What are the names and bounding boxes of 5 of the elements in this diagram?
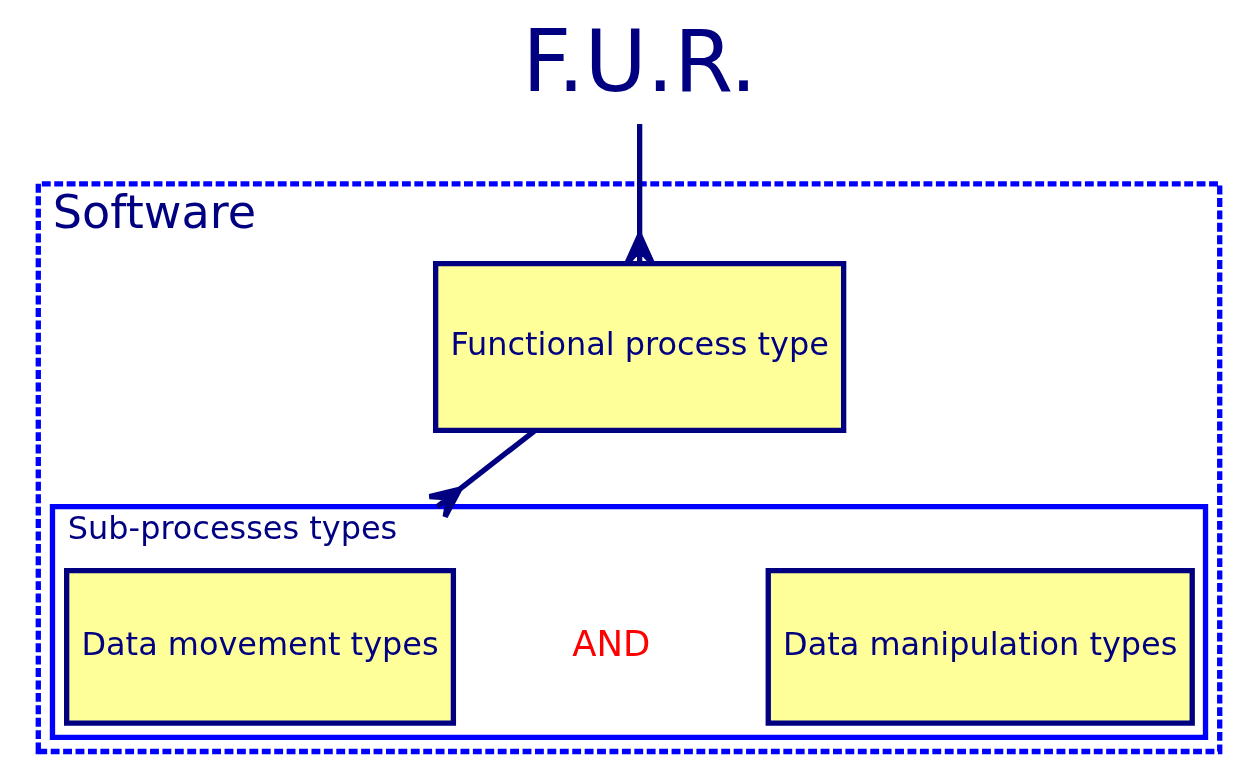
node-box: Data manipulation types — [765, 567, 1195, 726]
node-box: Functional process type — [432, 261, 846, 434]
node-text: F.U.R. — [521, 11, 757, 111]
label: AND — [571, 622, 650, 664]
node-box: Data movement types — [63, 567, 456, 726]
